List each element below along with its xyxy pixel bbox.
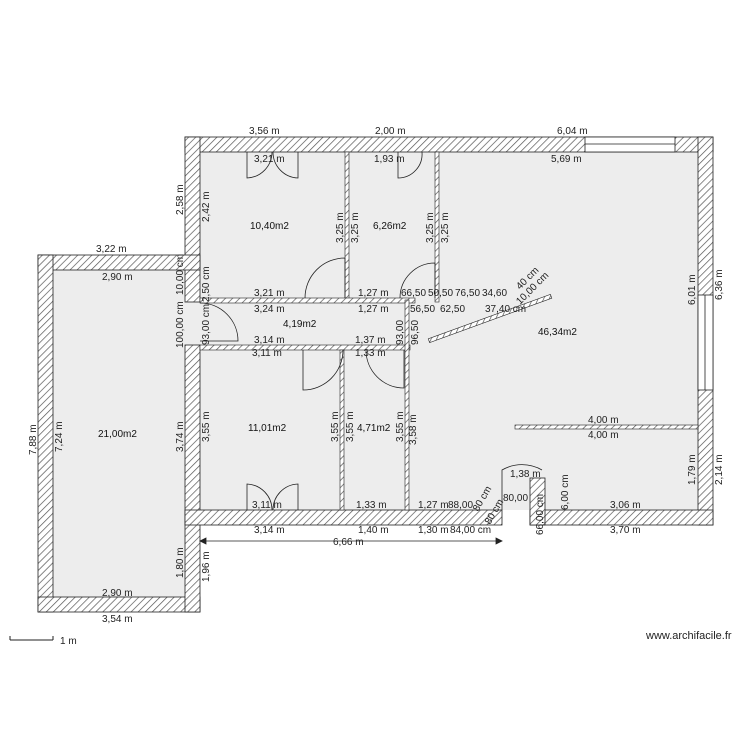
dim-label: 7,88 m [28, 424, 39, 455]
dim-label: 3,14 m [254, 335, 285, 346]
dim-label: 2,42 m [201, 191, 212, 222]
dim-label: 3,25 m [425, 212, 436, 243]
dim-label: 3,54 m [102, 614, 133, 625]
dim-label: 1,37 m [355, 335, 386, 346]
dim-label: 3,74 m [175, 421, 186, 452]
dim-label: 2,58 m [175, 184, 186, 215]
scale-bar [9, 636, 54, 641]
dim-label: 7,24 m [54, 421, 65, 452]
dim-label: 1,96 m [201, 551, 212, 582]
area-living: 46,34m2 [538, 327, 577, 338]
dim-label: 3,21 m [254, 154, 285, 165]
dim-label: 3,11 m [252, 500, 282, 511]
dim-label: 1,80 m [175, 547, 186, 578]
dim-label: 4,00 m [588, 415, 619, 426]
dim-label: 80,00 [503, 493, 528, 504]
dim-label: 2,90 m [102, 588, 133, 599]
dim-label: 1,40 m [358, 525, 389, 536]
dim-label: 84,00 cm [450, 525, 491, 536]
area-hall: 4,19m2 [283, 319, 317, 330]
dim-label: 66,50 [401, 288, 426, 299]
dim-label: 6,36 m [714, 269, 725, 300]
area-bathroom: 6,26m2 [373, 221, 407, 232]
dim-label: 3,21 m [254, 288, 285, 299]
dim-label: 3,25 m [335, 212, 346, 243]
interior-walls [199, 151, 699, 511]
watermark: www.archifacile.fr [646, 630, 732, 642]
dim-label: 88,00 [448, 500, 473, 511]
dim-label: 1,33 m [356, 500, 387, 511]
area-bedroom2: 11,01m2 [248, 423, 287, 434]
window-top [584, 136, 676, 153]
dim-label: 10,00 cm [175, 254, 186, 295]
dim-label: 93,00 cm [201, 304, 212, 345]
floor-fills [53, 152, 698, 597]
dim-label: 6,66 m [333, 537, 364, 548]
dim-label: 3,25 m [350, 212, 361, 243]
dim-label: 3,11 m [252, 348, 282, 359]
dimension-line [199, 537, 503, 545]
dim-label: 3,58 m [408, 414, 419, 445]
dim-label: 2,14 m [714, 454, 725, 485]
dim-label: 76,50 [455, 288, 480, 299]
dim-label: 96,50 [410, 320, 421, 345]
dim-label: 66,00 cm [535, 494, 546, 535]
dim-label: 6,04 m [557, 126, 588, 137]
dim-label: 34,60 [482, 288, 507, 299]
dim-label: 1,27 m [358, 304, 389, 315]
dim-label: 93,00 [395, 320, 406, 345]
doors [199, 151, 543, 511]
scale-label: 1 m [60, 636, 77, 647]
dim-label: 6,01 m [687, 274, 698, 305]
dim-label: 3,25 m [440, 212, 451, 243]
dim-label: 2,50 cm [201, 266, 212, 302]
dim-label: 3,22 m [96, 244, 127, 255]
dim-label: 1,38 m [510, 469, 541, 480]
dimension-labels: 3,56 m 2,00 m 6,04 m 3,21 m 1,93 m 5,69 … [60, 126, 641, 647]
area-left-wing: 21,00m2 [98, 429, 137, 440]
dim-label: 1,27 m [358, 288, 389, 299]
area-wc: 4,71m2 [357, 423, 391, 434]
dimension-labels-vertical: 2,58 m 2,42 m 3,25 m 3,25 m 3,25 m 3,25 … [28, 184, 725, 582]
dim-label: 1,93 m [374, 154, 405, 165]
dim-label: 3,55 m [330, 411, 341, 442]
dim-label: 3,14 m [254, 525, 285, 536]
dim-label: 3,06 m [610, 500, 641, 511]
dim-label: 3,55 m [345, 411, 356, 442]
dim-label: 3,56 m [249, 126, 280, 137]
dim-label: 5,69 m [551, 154, 582, 165]
area-bedroom1: 10,40m2 [250, 221, 289, 232]
window-right [697, 294, 714, 391]
dim-label: 1,30 m [418, 525, 449, 536]
dim-label: 1,33 m [355, 348, 386, 359]
dim-label: 3,55 m [395, 411, 406, 442]
dim-label: 3,55 m [201, 411, 212, 442]
dim-label: 3,70 m [610, 525, 641, 536]
dim-label: 1,79 m [687, 454, 698, 485]
dim-label: 50,50 [428, 288, 453, 299]
dim-label: 62,50 [440, 304, 465, 315]
exterior-walls [37, 136, 714, 613]
dim-label: 6,00 cm [560, 474, 571, 510]
dim-label: 56,50 [410, 304, 435, 315]
dim-label: 100,00 cm [175, 301, 186, 348]
dim-label: 4,00 m [588, 430, 619, 441]
dim-label: 3,24 m [254, 304, 285, 315]
dim-label: 1,27 m [418, 500, 449, 511]
dim-label: 2,00 m [375, 126, 406, 137]
dim-label: 37,40 cm [485, 304, 526, 315]
dim-label: 2,90 m [102, 272, 133, 283]
